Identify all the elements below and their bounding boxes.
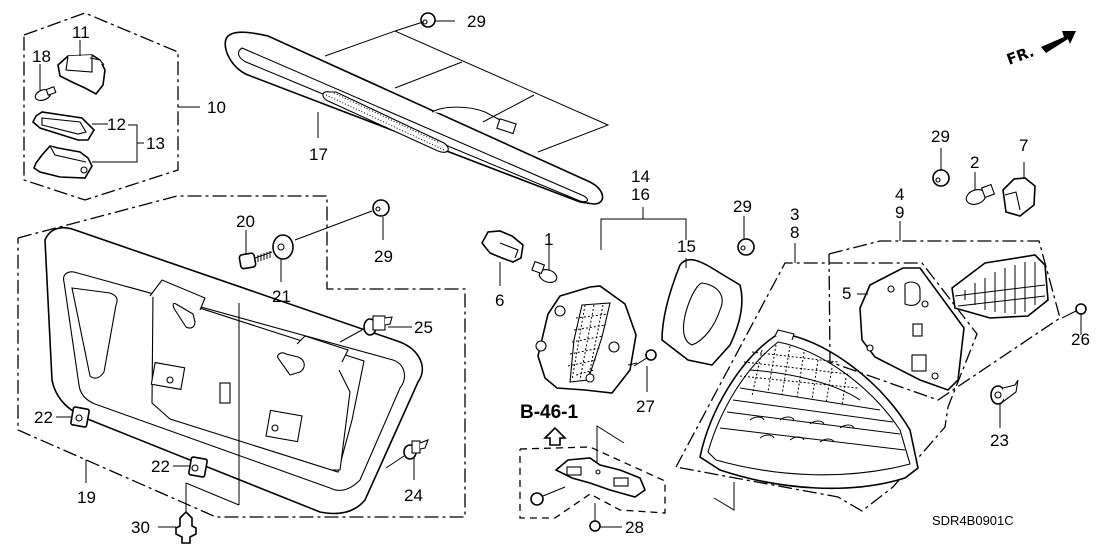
callout-25: 25: [414, 318, 433, 337]
callout-23: 23: [990, 431, 1009, 450]
callout-8: 8: [790, 223, 799, 242]
stop-light-frame-line: [482, 94, 535, 123]
callout-27: 27: [636, 397, 655, 416]
clip-outer[interactable]: [990, 379, 1019, 405]
clip-nut-lower[interactable]: [188, 456, 208, 478]
clip-lower[interactable]: [403, 439, 429, 460]
callout-29-middle: 29: [374, 247, 393, 266]
screw-inner[interactable]: [633, 349, 657, 367]
license-light-group-boundary: [23, 12, 179, 201]
outer-light-bulb[interactable]: [964, 183, 996, 207]
leader-25-clip: [339, 329, 363, 343]
outer-light-socket[interactable]: [1002, 177, 1036, 217]
leader-washer-to-nut: [294, 210, 373, 241]
callout-16: 16: [631, 185, 650, 204]
stop-light-frame-line: [394, 61, 463, 89]
license-garnish-slot: [219, 382, 231, 404]
callout-12: 12: [107, 115, 126, 134]
bolt[interactable]: [238, 251, 273, 270]
outer-light-circuit-board[interactable]: [951, 254, 1049, 319]
clip-bottom[interactable]: [175, 510, 197, 544]
inner-light-socket[interactable]: [481, 230, 524, 263]
callout-6: 6: [495, 291, 504, 310]
callout-21: 21: [272, 287, 291, 306]
license-light-gasket[interactable]: [32, 111, 96, 141]
callout-2: 2: [970, 153, 979, 172]
outer-light-pointer: [713, 482, 735, 511]
callout-20: 20: [236, 212, 255, 231]
outer-light-gasket[interactable]: [859, 267, 965, 391]
leader-14-16-bracket: [600, 218, 687, 250]
license-light-bulb[interactable]: [34, 86, 57, 103]
grommet-nut-top[interactable]: [420, 12, 436, 28]
leader-24-clip: [385, 455, 405, 469]
bracket-screw[interactable]: [589, 503, 601, 532]
garnish-center-leader: [185, 482, 240, 506]
grommet-nut-inner[interactable]: [737, 238, 755, 256]
clip-upper[interactable]: [363, 315, 393, 336]
callout-29-inner: 29: [733, 197, 752, 216]
bracket-bolt[interactable]: [530, 486, 566, 506]
callout-17: 17: [309, 145, 328, 164]
inner-light-gasket[interactable]: [661, 258, 743, 366]
callout-11: 11: [72, 23, 90, 42]
callout-4: 4: [895, 185, 904, 204]
bracket[interactable]: [554, 457, 646, 498]
callout-1: 1: [544, 230, 553, 249]
bracket-boundary: [519, 446, 666, 519]
inner-light-assembly[interactable]: [535, 285, 637, 394]
callout-22-lower: 22: [151, 457, 170, 476]
diagram-code: SDR4B0901C: [932, 513, 1014, 528]
license-light-group: [23, 12, 200, 201]
grommet-nut-middle[interactable]: [372, 199, 390, 217]
front-arrow-icon: [1041, 31, 1076, 53]
callout-30: 30: [131, 518, 150, 537]
inner-light-bulb[interactable]: [531, 260, 559, 285]
callout-26: 26: [1071, 330, 1090, 349]
clip-nut-upper[interactable]: [70, 406, 90, 428]
license-garnish[interactable]: [44, 226, 424, 515]
leader-29-top: [394, 21, 424, 32]
license-light-lens[interactable]: [33, 145, 93, 179]
callout-10: 10: [207, 98, 226, 117]
stop-light-frame: [324, 30, 610, 153]
reference-arrow-icon: [543, 426, 567, 446]
callout-19: 19: [77, 488, 96, 507]
outer-light-base-boundary: [828, 240, 1061, 401]
bracket-pointer: [596, 425, 625, 462]
callout-18: 18: [32, 47, 51, 66]
high-mount-stop-light[interactable]: [224, 31, 604, 205]
screw-outer[interactable]: [1061, 303, 1087, 319]
reference-callout[interactable]: B-46-1: [520, 402, 579, 423]
callout-13: 13: [146, 134, 165, 153]
callout-29-top: 29: [467, 12, 486, 31]
callout-24: 24: [404, 486, 423, 505]
outer-light-assembly[interactable]: [699, 329, 919, 490]
callout-28: 28: [625, 518, 644, 537]
callout-5: 5: [842, 284, 851, 303]
front-direction-indicator: FR.: [1004, 31, 1076, 69]
callout-3: 3: [790, 205, 799, 224]
washer[interactable]: [272, 234, 294, 260]
leader-27-link: [627, 362, 638, 366]
license-light-socket[interactable]: [57, 54, 106, 96]
callout-7: 7: [1019, 136, 1028, 155]
front-indicator-label: FR.: [1004, 42, 1036, 68]
callout-15: 15: [677, 237, 696, 256]
grommet-nut-outer[interactable]: [932, 169, 950, 187]
callout-29-outer: 29: [931, 127, 950, 146]
callout-14: 14: [631, 167, 650, 186]
callout-22-upper: 22: [34, 408, 53, 427]
garnish-group-boundary: [17, 195, 466, 518]
callout-9: 9: [895, 203, 904, 222]
